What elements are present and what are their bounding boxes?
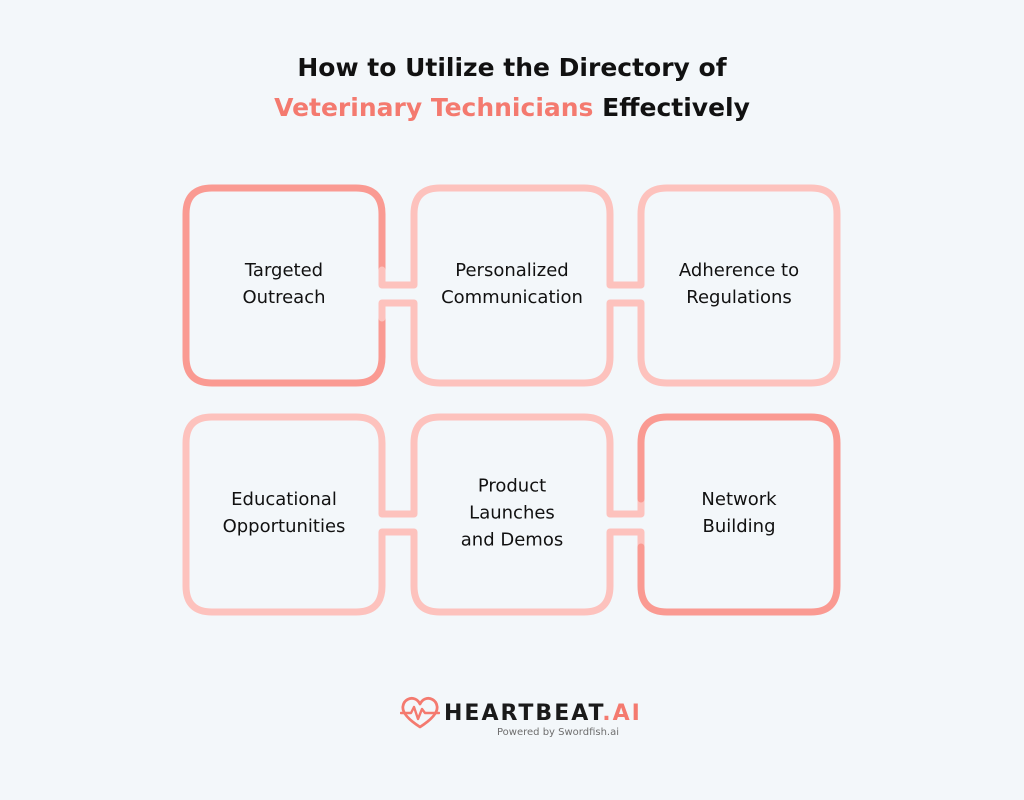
box-label-line: Building bbox=[702, 515, 776, 537]
box-outline bbox=[182, 184, 386, 387]
box-label-line: and Demos bbox=[460, 529, 564, 550]
title-line-1: How to Utilize the Directory of bbox=[297, 53, 727, 82]
box-outline bbox=[637, 413, 841, 616]
box-label-line: Regulations bbox=[686, 286, 792, 308]
box-label-line: Adherence to bbox=[678, 259, 800, 281]
title-line-2: Veterinary Technicians Effectively bbox=[0, 88, 1024, 128]
box-label-line: Outreach bbox=[242, 286, 326, 308]
box-outline bbox=[410, 184, 614, 387]
box-outline bbox=[637, 184, 841, 387]
logo: HEARTBEAT.AI Powered by Swordfish.ai bbox=[400, 696, 640, 746]
box-outline bbox=[410, 413, 614, 616]
box-label-line: Targeted bbox=[244, 259, 324, 281]
tagline: Powered by Swordfish.ai bbox=[497, 727, 619, 738]
box-connector bbox=[606, 495, 645, 551]
heart-pulse-icon bbox=[400, 697, 440, 729]
title-highlight: Veterinary Technicians bbox=[274, 93, 594, 122]
box-label-line: Educational bbox=[231, 488, 337, 510]
box-label-line: Communication bbox=[441, 286, 583, 308]
box-connector bbox=[378, 495, 418, 551]
box-label-line: Personalized bbox=[455, 259, 569, 281]
page-title: How to Utilize the Directory of Veterina… bbox=[0, 48, 1024, 128]
box-connector bbox=[378, 266, 418, 322]
brand-word: HEARTBEAT bbox=[444, 701, 603, 726]
title-line-2-rest: Effectively bbox=[593, 93, 750, 122]
box-label-line: Launches bbox=[469, 502, 555, 523]
box-label: Adherence to Regulations bbox=[649, 257, 829, 311]
box-label-line: Opportunities bbox=[222, 515, 346, 537]
box-label-line: Product bbox=[477, 475, 547, 496]
box-label-line: Network bbox=[701, 488, 777, 510]
brand-suffix: .AI bbox=[602, 701, 642, 726]
brand-name: HEARTBEAT.AI bbox=[444, 701, 642, 726]
box-connector bbox=[606, 266, 645, 322]
box-outline bbox=[182, 413, 386, 616]
